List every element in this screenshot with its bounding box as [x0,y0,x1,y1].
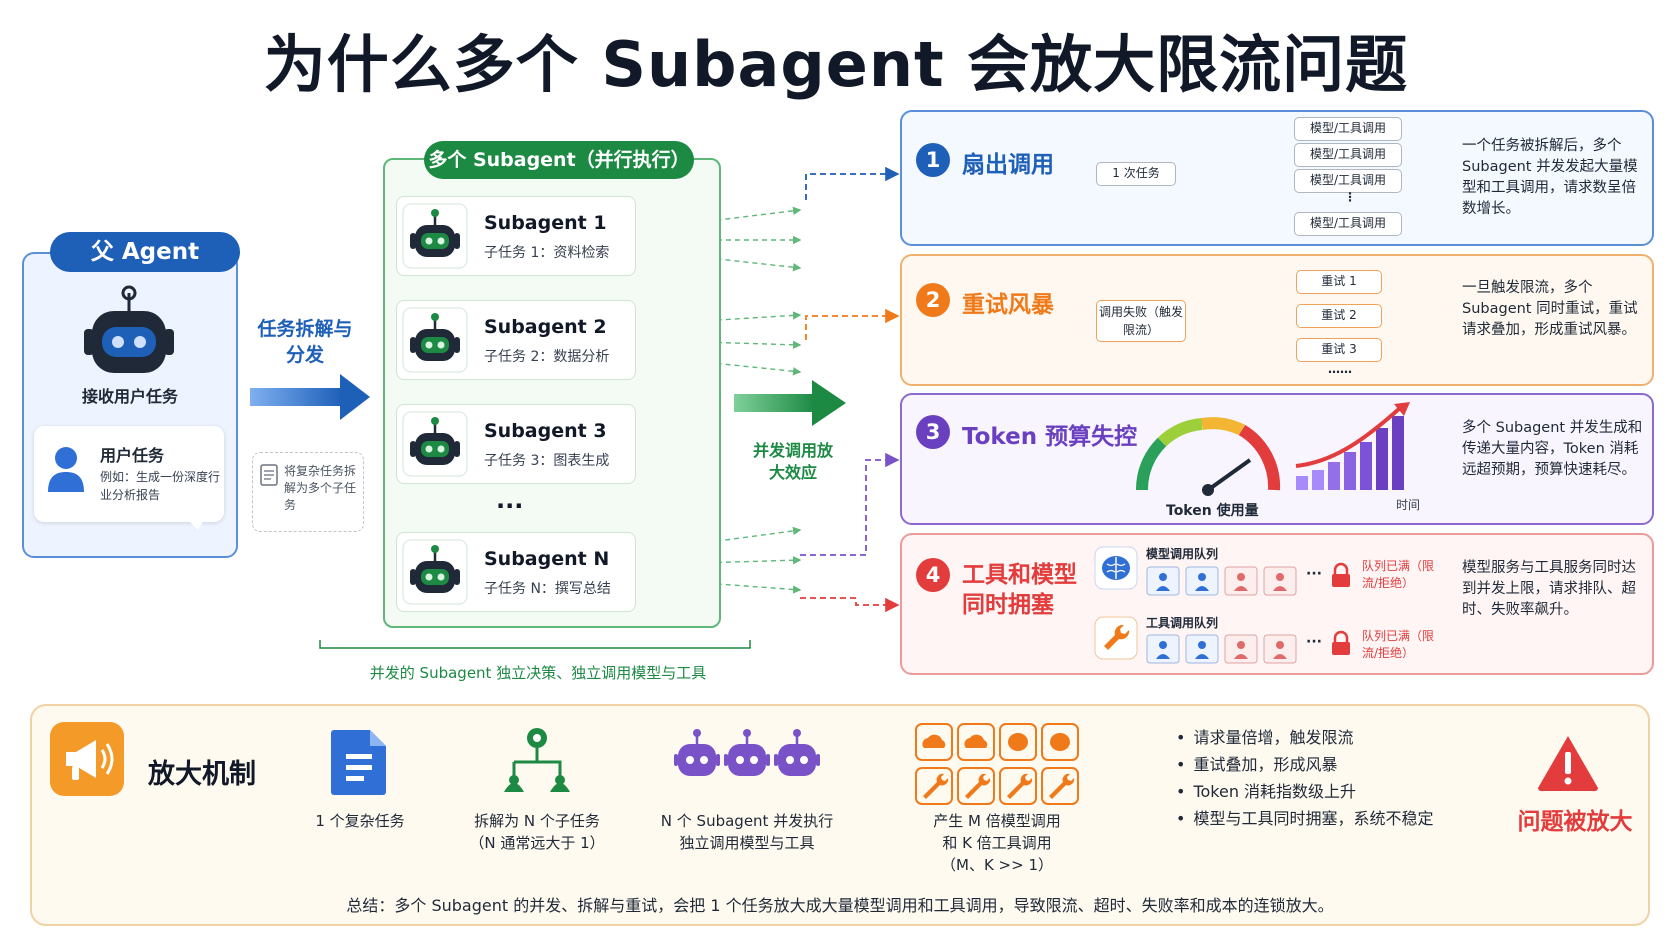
file-icon [331,730,386,795]
growth-chart-icon [1295,402,1410,490]
bullet-item: 重试叠加，形成风暴 [1176,751,1433,778]
subagent-robot-icon [402,307,468,373]
brain-icon [1094,546,1138,590]
concurrency-arrow [734,380,846,426]
subagent-name: Subagent 2 [484,316,607,338]
retry-chip: 重试 3 [1296,338,1382,362]
hierarchy-icon [504,728,570,792]
calls-grid-icon [915,723,1079,805]
user-task-title: 用户任务 [100,446,165,465]
subagent-ellipsis: ··· [496,492,524,520]
mechanism-title: 放大机制 [148,759,256,790]
subagents-caption: 并发的 Subagent 独立决策、独立调用模型与工具 [369,664,707,682]
parent-agent-tag: 父 Agent [50,232,240,272]
panel-number: 3 [916,415,950,449]
amplified-label: 问题被放大 [1517,809,1633,835]
subagent-task: 子任务 N：撰写总结 [484,581,611,597]
step-sub-line: 独立调用模型与工具 [679,834,815,852]
speech-tail-icon [184,516,206,530]
fanout-title: 扇出调用 [962,152,1054,178]
fanout-source-chip: 1 次任务 [1096,162,1176,186]
subagent-name: Subagent N [484,548,610,570]
step-label-line: N 个 Subagent 并发执行 [660,812,834,830]
panel-number: 1 [916,143,950,177]
retry-chip: 重试 1 [1296,270,1382,294]
step-sub-line: 和 K 倍工具调用 [942,834,1052,852]
split-note-text: 将复杂任务拆解为多个子任务 [284,464,357,512]
warning-icon [1538,736,1598,791]
robot-icon [84,285,174,373]
step-sub-line: （N 通常远大于 1） [469,834,605,852]
retry-source-chip: 调用失败（触发限流） [1096,300,1186,342]
subagent-robot-icon [402,203,468,269]
fanout-call-chip: 模型/工具调用 [1294,143,1402,167]
mechanism-step-label: 产生 M 倍模型调用 和 K 倍工具调用 （M、K >> 1） [900,810,1094,876]
panel-number: 4 [916,558,950,592]
mechanism-step-label: 拆解为 N 个子任务 （N 通常远大于 1） [450,810,624,854]
task-split-label: 任务拆解与分发 [257,318,353,366]
subagent-task: 子任务 3：图表生成 [484,453,610,469]
lock-icon [1332,630,1350,655]
model-queue-label: 模型调用队列 [1146,547,1219,561]
subagent-task: 子任务 1：资料检索 [484,245,610,261]
wrench-icon [1094,616,1138,660]
fanout-call-chip: 模型/工具调用 [1294,169,1402,193]
concurrency-label: 并发调用放大效应 [752,441,833,482]
tool-queue-slots [1146,634,1297,664]
tool-queue-dots: ··· [1306,634,1322,650]
mechanism-step-label: N 个 Subagent 并发执行 独立调用模型与工具 [640,810,854,854]
retry-desc: 一旦触发限流，多个 Subagent 同时重试，重试请求叠加，形成重试风暴。 [1462,280,1638,338]
step-sub2-line: （M、K >> 1） [941,856,1053,874]
step-label-line: 拆解为 N 个子任务 [474,812,600,830]
user-icon [48,447,84,492]
model-queue-slots [1146,566,1297,596]
user-task-desc: 例如：生成一份深度行业分析报告 [100,470,221,502]
queue-full-label: 队列已满（限流/拒绝） [1362,629,1435,660]
megaphone-icon [50,722,124,796]
subagents-tag: 多个 Subagent（并行执行） [424,141,694,179]
subagent-task: 子任务 2：数据分析 [484,349,610,365]
subagent-name: Subagent 3 [484,420,607,442]
mechanism-step-label: 1 个复杂任务 [315,812,405,830]
mechanism-bullets: 请求量倍增，触发限流 重试叠加，形成风暴 Token 消耗指数级上升 模型与工具… [1176,724,1433,832]
time-label: 时间 [1396,498,1421,512]
queue-full-label: 队列已满（限流/拒绝） [1362,559,1435,590]
subagent-robot-icon [402,539,468,605]
bullet-item: 请求量倍增，触发限流 [1176,724,1433,751]
step-label-line: 产生 M 倍模型调用 [933,812,1061,830]
model-queue-dots: ··· [1306,566,1322,582]
tool-queue-label: 工具调用队列 [1146,616,1219,630]
congestion-desc: 模型服务与工具服务同时达到并发上限，请求排队、超时、失败率飙升。 [1462,560,1636,618]
fanout-call-chip: 模型/工具调用 [1294,117,1402,141]
gauge-icon [1135,417,1281,496]
token-panel [900,393,1654,525]
fanout-call-chip: 模型/工具调用 [1294,212,1402,236]
summary-text: 总结：多个 Subagent 的并发、拆解与重试，会把 1 个任务放大成大量模型… [346,896,1334,915]
document-icon [260,464,278,486]
lock-icon [1332,562,1350,587]
fanout-panel [900,110,1654,246]
retry-panel [900,254,1654,386]
retry-dots: …… [1328,362,1352,376]
page-title: 为什么多个 Subagent 会放大限流问题 [263,28,1409,101]
panel-number: 2 [916,283,950,317]
gauge-label: Token 使用量 [1166,503,1259,519]
multi-robot-icon [674,729,820,776]
retry-title: 重试风暴 [962,292,1054,318]
subagent-name: Subagent 1 [484,212,607,234]
token-title: Token 预算失控 [962,424,1138,450]
bullet-item: 模型与工具同时拥塞，系统不稳定 [1176,805,1433,832]
dispatch-arrow [250,374,370,420]
bullet-item: Token 消耗指数级上升 [1176,778,1433,805]
token-desc: 多个 Subagent 并发生成和传递大量内容，Token 消耗远超预期，预算快… [1462,420,1643,478]
retry-chip: 重试 2 [1296,304,1382,328]
subagent-robot-icon [402,411,468,477]
congestion-title: 工具和模型同时拥塞 [962,562,1077,618]
receive-task-label: 接收用户任务 [81,387,178,406]
fanout-desc: 一个任务被拆解后，多个 Subagent 并发发起大量模型和工具调用，请求数呈倍… [1462,138,1638,217]
fanout-dots: ⋮ [1344,190,1356,204]
split-note-box [252,452,364,532]
